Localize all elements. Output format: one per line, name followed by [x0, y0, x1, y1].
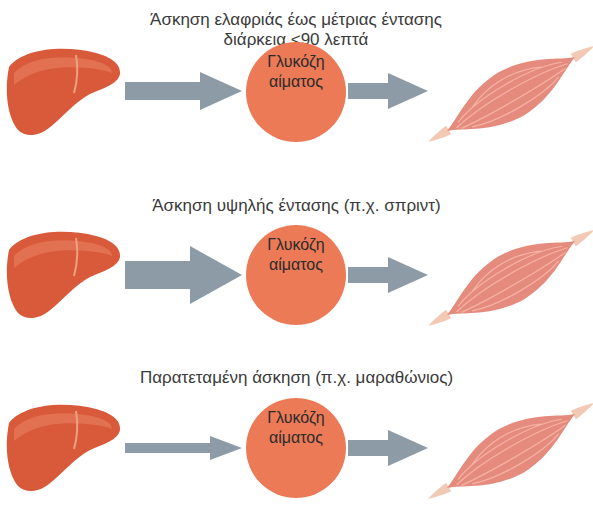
- glucose-circle: Γλυκόζη αίματος: [246, 42, 346, 142]
- liver-illustration: [7, 49, 120, 135]
- flow-arrow: [125, 72, 242, 110]
- glucose-circle: Γλυκόζη αίματος: [246, 398, 346, 498]
- muscle-illustration: [415, 208, 593, 347]
- flow-arrow: [125, 246, 242, 304]
- flow-arrow: [348, 257, 428, 293]
- row-heading: Παρατεταμένη άσκηση (π.χ. μαραθώνιος): [0, 368, 593, 388]
- node-label: Γλυκόζη αίματος: [246, 52, 346, 92]
- circle-shape: [246, 42, 346, 142]
- row-heading: Άσκηση υψηλής έντασης (π.χ. σπριντ): [0, 196, 593, 216]
- muscle-illustration: [415, 381, 593, 511]
- glucose-circle: Γλυκόζη αίματος: [246, 225, 346, 325]
- liver-illustration: [7, 232, 120, 318]
- circle-shape: [246, 398, 346, 498]
- flow-arrow: [348, 430, 428, 466]
- flow-arrow: [125, 436, 242, 460]
- text-holder: Γλυκόζη αίματος: [246, 225, 346, 275]
- flow-arrow: [348, 73, 428, 109]
- circle-shape: [246, 225, 346, 325]
- node-label: Γλυκόζη αίματος: [246, 235, 346, 275]
- node-label: Γλυκόζη αίματος: [246, 408, 346, 448]
- muscle-illustration: [415, 24, 593, 163]
- text-holder: Γλυκόζη αίματος: [246, 398, 346, 448]
- text-holder: Γλυκόζη αίματος: [246, 42, 346, 92]
- liver-illustration: [7, 405, 120, 491]
